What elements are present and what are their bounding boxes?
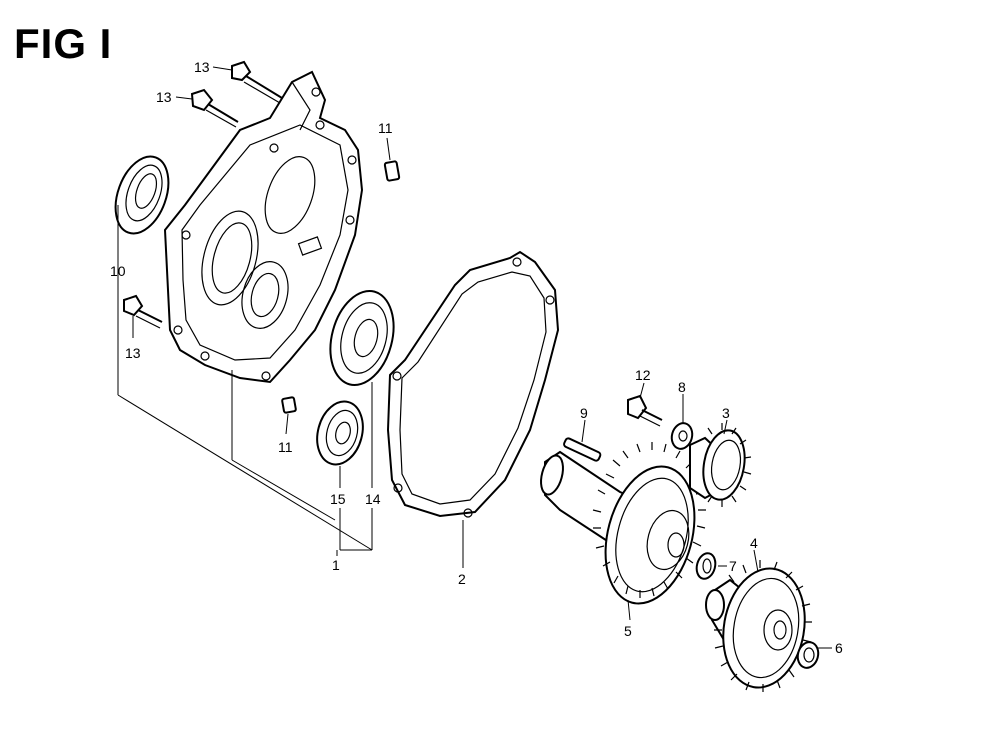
callout-11-upper: 11 [378,120,393,136]
small-gear-part-3 [689,423,752,507]
callout-13-lower: 13 [125,345,141,361]
callout-6: 6 [835,640,843,656]
callout-10: 10 [110,263,126,279]
dowel-pin-part-11-upper [383,160,401,182]
callout-13-top: 13 [194,59,210,75]
callout-8: 8 [678,379,686,395]
callout-3: 3 [722,405,730,421]
callout-15: 15 [330,491,346,507]
callout-12: 12 [635,367,651,383]
callout-labels: 13 13 11 10 13 11 15 14 1 2 12 8 9 3 7 4… [110,59,843,656]
leader-lines [117,66,832,649]
bolt-part-13-middle [190,88,239,128]
ring-part-6 [796,641,820,669]
bolt-part-12 [627,394,663,427]
callout-5: 5 [624,623,632,639]
callout-13-middle: 13 [156,89,172,105]
crankcase-cover-part-1 [163,70,364,384]
callout-9: 9 [580,405,588,421]
bearing-part-14 [329,289,395,387]
bearing-part-15 [316,400,364,466]
callout-2: 2 [458,571,466,587]
snap-ring-part-7 [695,552,717,580]
callout-4: 4 [750,535,758,551]
gasket-part-2 [386,250,560,518]
callout-11-lower: 11 [278,439,293,455]
key-part-9 [563,437,602,462]
bolt-part-13-lower [123,294,163,329]
oil-seal-part-10 [114,155,170,235]
callout-7: 7 [729,558,737,574]
large-gear-part-4 [705,560,812,692]
bolt-part-13-top [231,60,283,104]
callout-14: 14 [365,491,381,507]
washer-part-8 [670,422,694,450]
shaft-gear-part-5 [540,442,706,605]
dowel-pin-part-11-lower [281,396,297,414]
callout-1: 1 [332,557,340,573]
figure-title: FIG I [14,20,113,67]
